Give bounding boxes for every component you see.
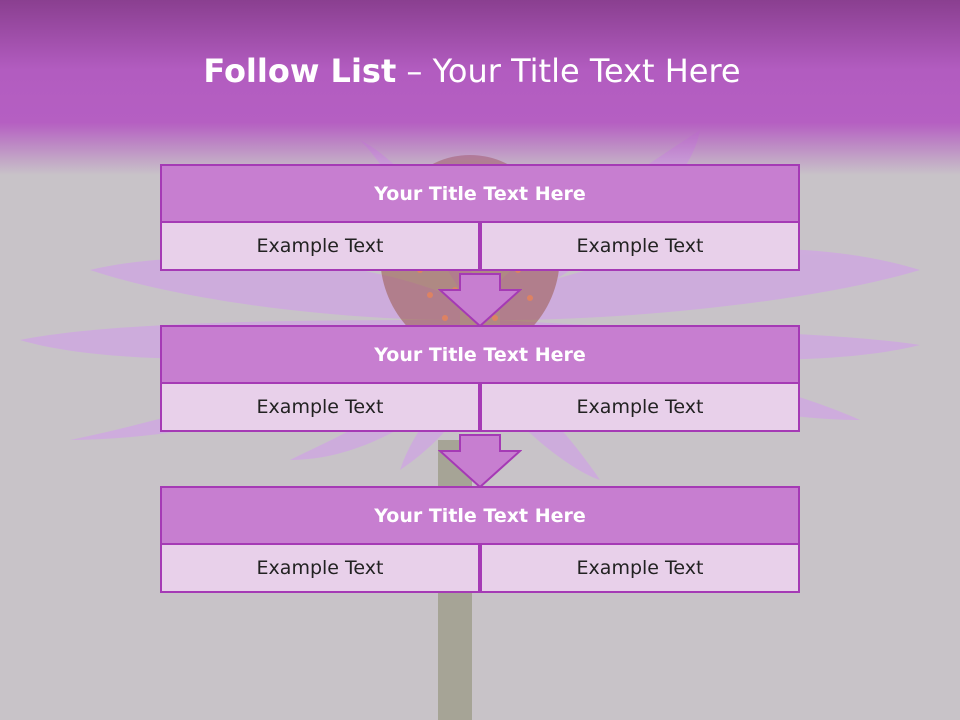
down-arrow-icon [438,434,522,489]
block-row: Example Text Example Text [160,382,800,432]
block-cell-left: Example Text [160,543,480,593]
header-band [0,0,960,175]
block-cell-right: Example Text [480,221,800,271]
block-row: Example Text Example Text [160,543,800,593]
block-title: Your Title Text Here [160,325,800,384]
block-cell-right: Example Text [480,382,800,432]
slide-title: Follow List – Your Title Text Here [0,52,944,90]
slide-title-bold: Follow List [203,52,397,90]
block-row: Example Text Example Text [160,221,800,271]
block-cell-left: Example Text [160,382,480,432]
down-arrow-icon [438,273,522,328]
block-cell-left: Example Text [160,221,480,271]
slide-title-rest: – Your Title Text Here [396,52,741,90]
block-cell-right: Example Text [480,543,800,593]
block-title: Your Title Text Here [160,486,800,545]
block-title: Your Title Text Here [160,164,800,223]
